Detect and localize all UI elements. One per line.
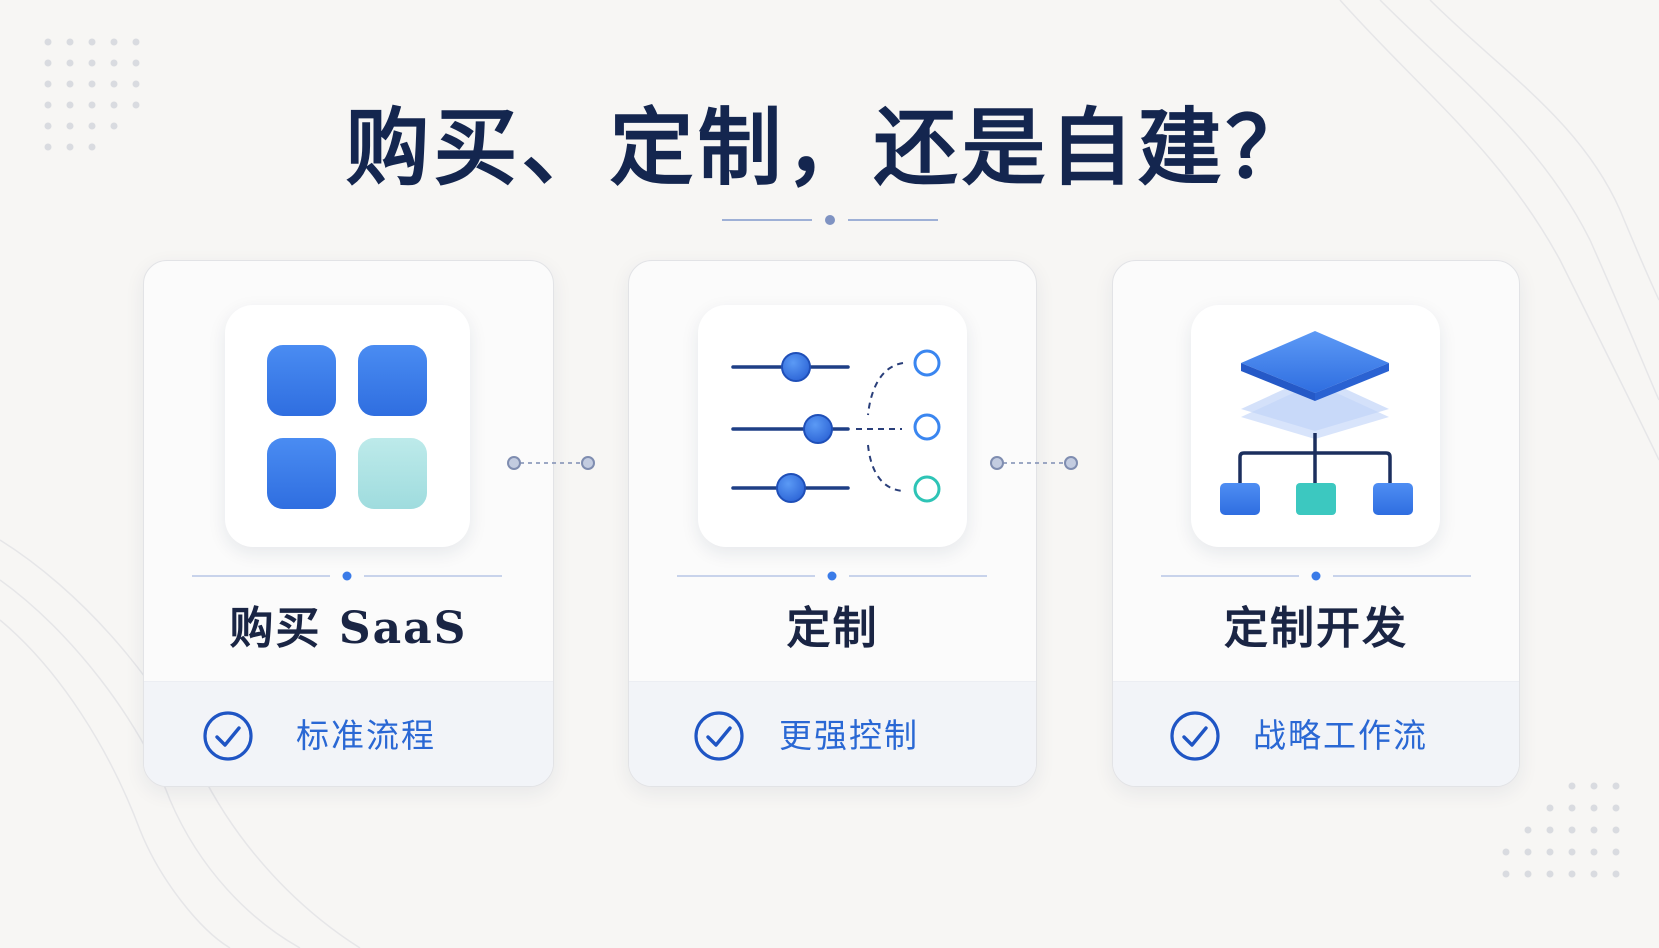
feature-row: 更强控制 xyxy=(629,681,1036,786)
check-circle-icon xyxy=(1170,711,1220,761)
feature-label: 战略工作流 xyxy=(1253,716,1428,755)
feature-label: 更强控制 xyxy=(779,716,919,755)
page-title: 购买、定制，还是自建？ xyxy=(345,98,1314,197)
feature-row: 战略工作流 xyxy=(1113,681,1519,786)
feature-label: 标准流程 xyxy=(296,716,436,755)
card-title: 购买 SaaS xyxy=(229,603,468,654)
feature-row: 标准流程 xyxy=(144,681,553,786)
app-grid-icon xyxy=(267,345,427,509)
card-divider xyxy=(192,571,502,581)
card-divider xyxy=(1161,571,1471,581)
hierarchy-icon xyxy=(1220,331,1413,515)
icon-tile xyxy=(1191,305,1440,547)
card-title: 定制开发 xyxy=(1224,603,1408,654)
check-circle-icon xyxy=(694,711,744,761)
title-ornament xyxy=(722,215,938,225)
card-title: 定制 xyxy=(786,603,879,654)
sliders-icon xyxy=(731,349,941,503)
option-card-custom-development[interactable]: 定制开发 战略工作流 xyxy=(1112,260,1520,787)
icon-tile xyxy=(225,305,470,547)
check-circle-icon xyxy=(203,711,253,761)
card-connector xyxy=(990,456,1078,470)
card-connector xyxy=(507,456,595,470)
option-card-customize[interactable]: 定制 更强控制 xyxy=(628,260,1037,787)
icon-tile xyxy=(698,305,967,547)
card-divider xyxy=(677,571,987,581)
option-card-buy-saas[interactable]: 购买 SaaS 标准流程 xyxy=(143,260,554,787)
